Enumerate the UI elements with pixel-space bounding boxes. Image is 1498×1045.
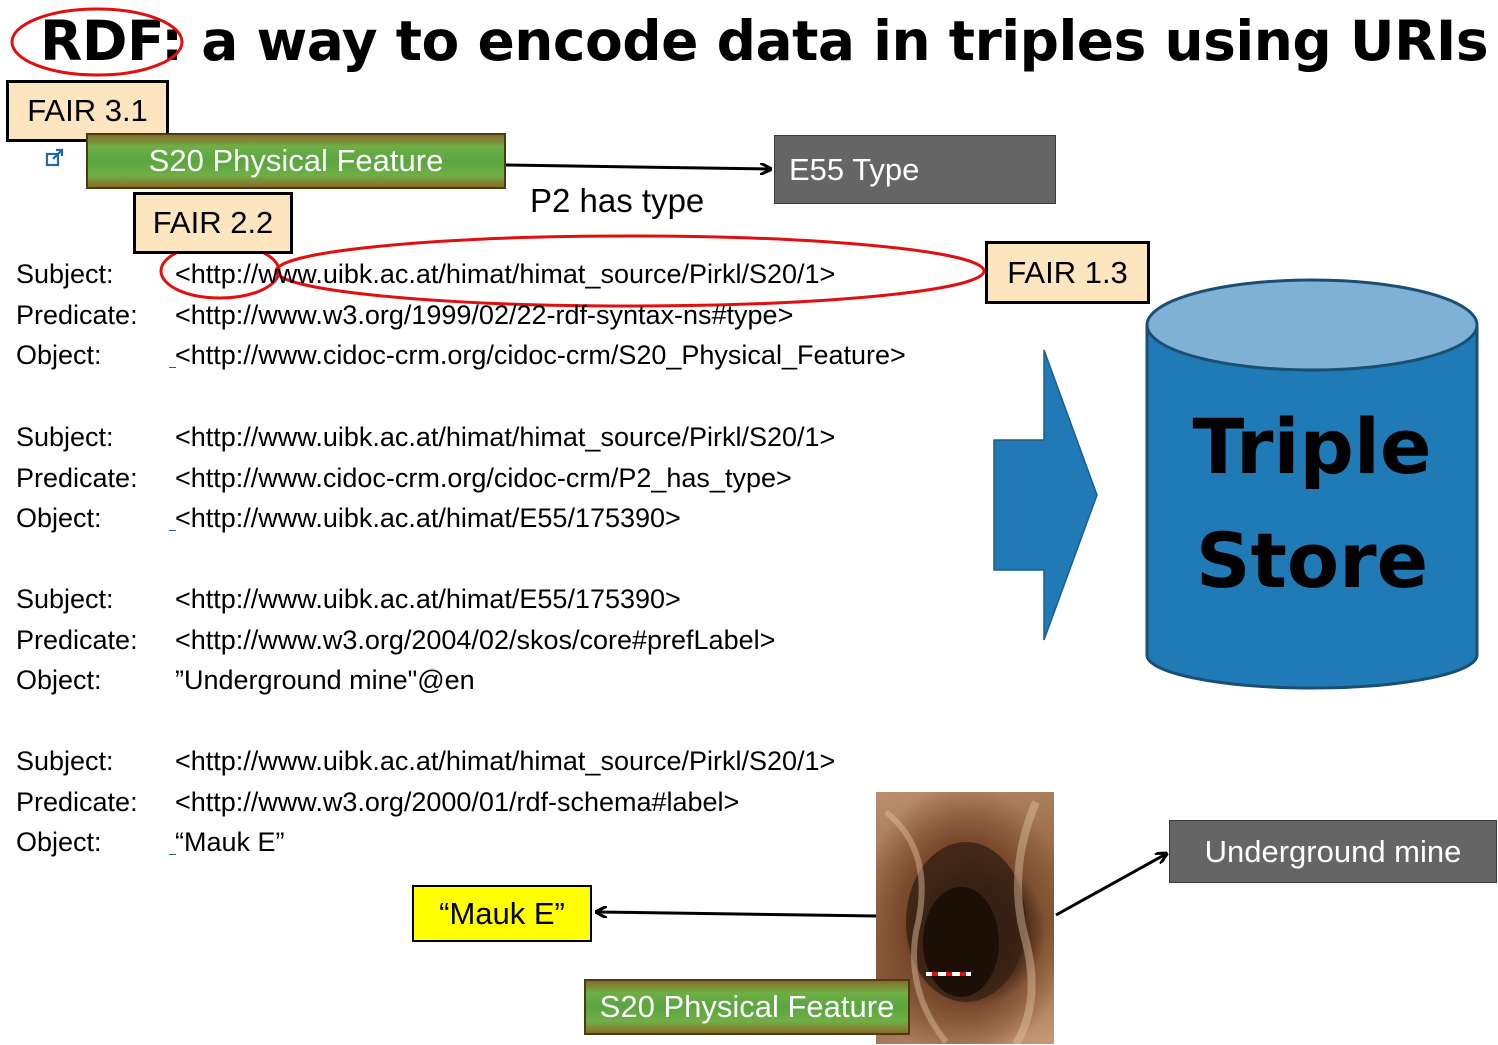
mine-photo	[876, 792, 1054, 1044]
predicate-row: Predicate: <http://www.w3.org/1999/02/22-…	[16, 295, 906, 336]
underground-mine-box: Underground mine	[1169, 820, 1497, 883]
fair-3-1-badge: FAIR 3.1	[6, 80, 169, 142]
triple-store-cylinder	[1145, 278, 1479, 690]
subject-label: Subject:	[16, 422, 114, 452]
object-value: <http://www.cidoc-crm.org/cidoc-crm/S20_…	[169, 335, 906, 376]
big-right-arrow	[993, 349, 1098, 641]
object-value: “Mauk E”	[169, 822, 285, 863]
object-row: Object: “Mauk E”	[16, 822, 835, 863]
predicate-label: Predicate:	[16, 786, 138, 817]
predicate-label: Predicate:	[16, 462, 138, 493]
rdf-highlight-ellipse	[10, 7, 184, 77]
predicate-row: Predicate: <http://www.w3.org/2000/01/rdf…	[16, 782, 835, 823]
mine-photo-detail	[884, 800, 1040, 1044]
object-label: Object:	[16, 827, 102, 858]
predicate-value: <http://www.w3.org/2000/01/rdf-schema#la…	[175, 786, 740, 817]
object-value: ”Underground mine"@en	[175, 665, 475, 696]
predicate-label: Predicate:	[16, 299, 138, 330]
s20-physical-feature-box: S20 Physical Feature	[86, 133, 506, 189]
uri-highlight-ellipse	[274, 234, 986, 308]
triple-2: Subject: <http://www.uibk.ac.at/himat/him…	[16, 417, 835, 539]
s20-physical-feature-bottom-box: S20 Physical Feature	[584, 979, 910, 1035]
slide-title: RDF: a way to encode data in triples usi…	[40, 6, 1489, 76]
predicate-value: <http://www.w3.org/1999/02/22-rdf-syntax…	[175, 299, 794, 330]
triple-store-line-2: Store	[1195, 516, 1429, 605]
subject-row: Subject: <http://www.uibk.ac.at/himat/E55…	[16, 579, 775, 620]
subject-row: Subject: <http://www.uibk.ac.at/himat/him…	[16, 741, 835, 782]
subject-label: Subject:	[16, 746, 114, 776]
object-label: Object:	[16, 503, 102, 534]
label-arrow	[597, 912, 878, 916]
object-label: Object:	[16, 665, 102, 696]
subject-value: <http://www.uibk.ac.at/himat/himat_sourc…	[175, 746, 836, 776]
predicate-label: Predicate:	[16, 624, 138, 655]
triple-4: Subject: <http://www.uibk.ac.at/himat/him…	[16, 741, 835, 863]
predicate-row: Predicate: <http://www.cidoc-crm.org/cido…	[16, 458, 835, 499]
subject-label: Subject:	[16, 584, 114, 614]
p2-has-type-label: P2 has type	[530, 182, 705, 219]
e55-type-box: E55 Type	[774, 135, 1056, 204]
object-value: <http://www.uibk.ac.at/himat/E55/175390>	[169, 498, 681, 539]
predicate-value: <http://www.w3.org/2004/02/skos/core#pre…	[175, 624, 776, 655]
fair-2-2-badge: FAIR 2.2	[133, 192, 293, 254]
object-label: Object:	[16, 340, 102, 371]
triple-store-label: Triple Store	[1147, 390, 1477, 618]
triple-store-line-1: Triple	[1192, 402, 1432, 491]
predicate-value: <http://www.cidoc-crm.org/cidoc-crm/P2_h…	[175, 462, 792, 493]
object-row: Object: <http://www.cidoc-crm.org/cidoc-c…	[16, 335, 906, 376]
fair-1-3-badge: FAIR 1.3	[985, 241, 1150, 304]
p2-has-type-arrow	[505, 165, 770, 169]
object-row: Object: ”Underground mine"@en	[16, 660, 775, 701]
mauk-e-label-box: “Mauk E”	[412, 885, 592, 942]
subject-value: <http://www.uibk.ac.at/himat/himat_sourc…	[175, 422, 836, 452]
object-row: Object: <http://www.uibk.ac.at/himat/E55/…	[16, 498, 835, 539]
subject-value: <http://www.uibk.ac.at/himat/himat_sourc…	[175, 259, 836, 289]
type-arrow	[1055, 854, 1166, 917]
subject-label: Subject:	[16, 259, 114, 289]
subject-value: <http://www.uibk.ac.at/himat/E55/175390>	[175, 584, 681, 614]
subject-row: Subject: <http://www.uibk.ac.at/himat/him…	[16, 254, 906, 295]
subject-row: Subject: <http://www.uibk.ac.at/himat/him…	[16, 417, 835, 458]
triple-3: Subject: <http://www.uibk.ac.at/himat/E55…	[16, 579, 775, 701]
external-link-icon[interactable]	[45, 148, 65, 168]
title-rest: a way to encode data in triples using UR…	[182, 9, 1489, 73]
triple-1: Subject: <http://www.uibk.ac.at/himat/him…	[16, 254, 906, 376]
predicate-row: Predicate: <http://www.w3.org/2004/02/sko…	[16, 620, 775, 661]
